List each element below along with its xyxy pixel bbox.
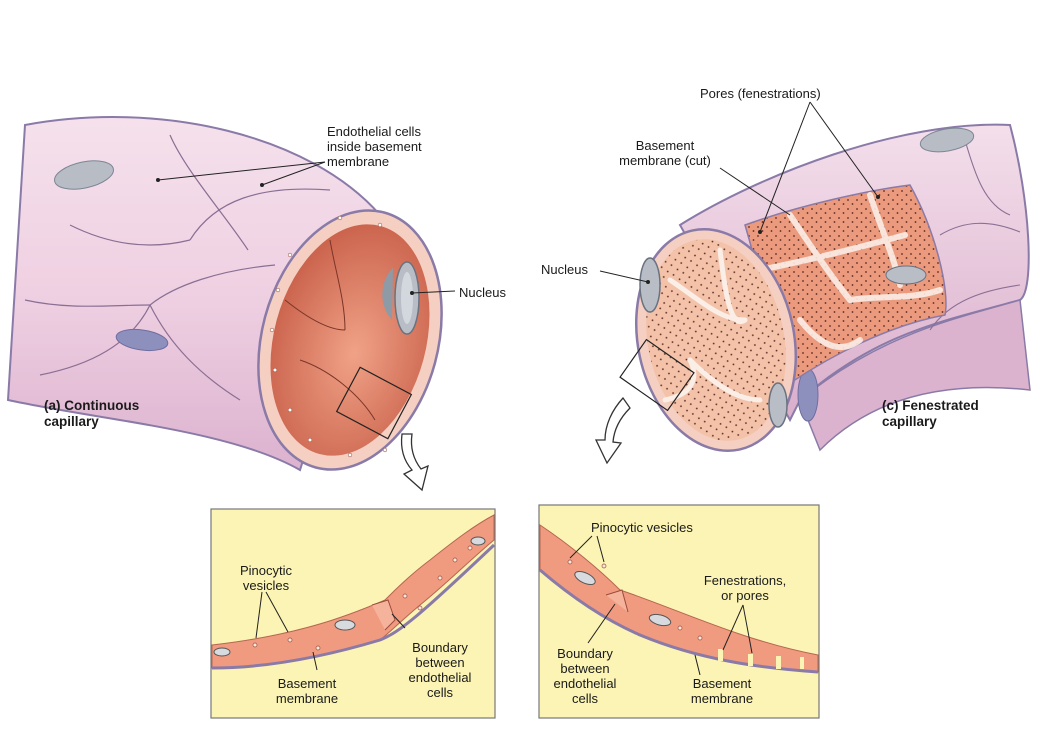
endothelial-line-2: inside basement <box>327 139 422 154</box>
pores-fenestrations-label: Pores (fenestrations) <box>700 86 821 101</box>
fenestrated-caption-line-2: capillary <box>882 414 979 430</box>
fenestrated-boundary-line-3: endothelial <box>545 676 625 691</box>
fenestrated-basement-line-2: membrane <box>672 691 772 706</box>
continuous-inset-nucleus <box>335 620 355 630</box>
fenestrations-line-1: Fenestrations, <box>690 573 800 588</box>
fenestrated-caption-line-1: (c) Fenestrated <box>882 398 979 414</box>
fenestrated-inset-fenestrations-label: Fenestrations, or pores <box>690 573 800 603</box>
endothelial-line-1: Endothelial cells <box>327 124 422 139</box>
endothelial-line-3: membrane <box>327 154 422 169</box>
fenestrated-inset-boundary-label: Boundary between endothelial cells <box>545 646 625 706</box>
fenestrated-window-nucleus <box>886 266 926 284</box>
continuous-inset-nucleus-left <box>214 648 230 656</box>
basement-cut-line-1: Basement <box>612 138 718 153</box>
fenestrated-rim-nucleus <box>769 383 787 427</box>
continuous-pinocytic-line-2: vesicles <box>226 578 306 593</box>
continuous-inset-boundary-label: Boundary between endothelial cells <box>395 640 485 700</box>
continuous-boundary-line-1: Boundary <box>395 640 485 655</box>
continuous-nucleus-inner <box>401 272 413 324</box>
continuous-caption-line-1: (a) Continuous <box>44 398 139 414</box>
continuous-basement-line-2: membrane <box>262 691 352 706</box>
continuous-inset-basement-label: Basement membrane <box>262 676 352 706</box>
continuous-capillary <box>8 117 469 490</box>
continuous-zoom-arrow <box>402 434 428 490</box>
fenestrated-boundary-line-1: Boundary <box>545 646 625 661</box>
continuous-caption-line-2: capillary <box>44 414 139 430</box>
fenestrated-nucleus <box>640 258 660 312</box>
fenestrated-inset-basement-label: Basement membrane <box>672 676 772 706</box>
basement-cut-line-2: membrane (cut) <box>612 153 718 168</box>
continuous-inset-pinocytic-label: Pinocytic vesicles <box>226 563 306 593</box>
basement-membrane-cut-label: Basement membrane (cut) <box>612 138 718 168</box>
endothelial-cells-label: Endothelial cells inside basement membra… <box>327 124 422 169</box>
fenestrated-zoom-arrow <box>596 398 630 463</box>
continuous-boundary-line-3: endothelial <box>395 670 485 685</box>
continuous-boundary-line-2: between <box>395 655 485 670</box>
fenestrated-boundary-line-2: between <box>545 661 625 676</box>
continuous-nucleus-label: Nucleus <box>459 285 506 300</box>
fenestrated-inset-pinocytic-label: Pinocytic vesicles <box>591 520 693 535</box>
fenestrations-line-2: or pores <box>690 588 800 603</box>
continuous-boundary-line-4: cells <box>395 685 485 700</box>
continuous-inset-nucleus-right <box>471 537 485 545</box>
continuous-capillary-caption: (a) Continuous capillary <box>44 398 139 430</box>
fenestrated-basement-line-1: Basement <box>672 676 772 691</box>
continuous-pinocytic-line-1: Pinocytic <box>226 563 306 578</box>
fenestrated-nucleus-label: Nucleus <box>541 262 588 277</box>
continuous-basement-line-1: Basement <box>262 676 352 691</box>
fenestrated-capillary-caption: (c) Fenestrated capillary <box>882 398 979 430</box>
fenestrated-boundary-line-4: cells <box>545 691 625 706</box>
